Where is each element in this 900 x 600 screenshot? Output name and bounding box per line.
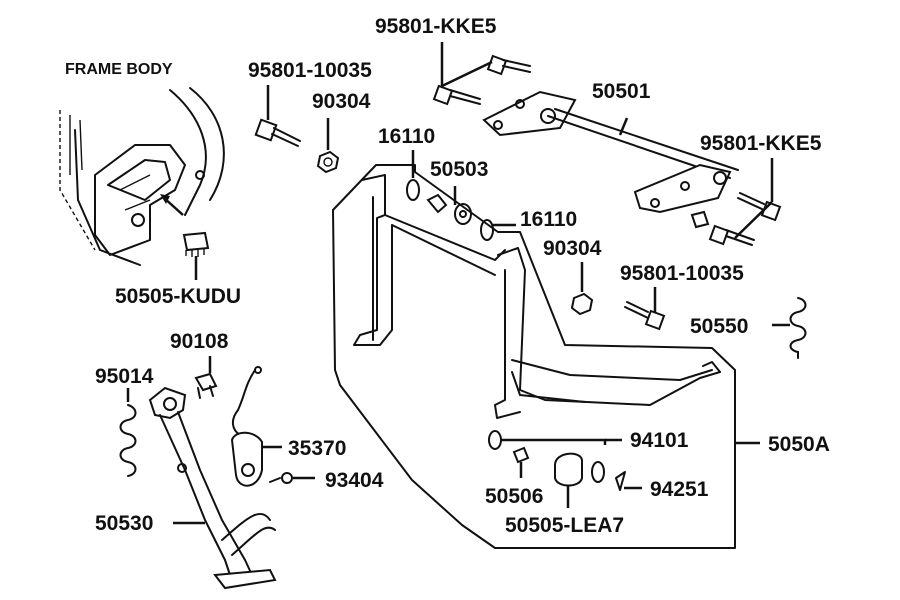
label-94251: 94251 xyxy=(650,478,709,501)
label-50505-kudu: 50505-KUDU xyxy=(115,285,241,308)
bolt-95801-10035-mid xyxy=(624,287,666,331)
label-95801-kke5-top: 95801-KKE5 xyxy=(375,15,497,38)
label-frame-body: FRAME BODY xyxy=(65,61,173,78)
label-50503: 50503 xyxy=(430,158,488,181)
label-95801-kke5-right: 95801-KKE5 xyxy=(700,132,822,155)
bolts-95801-kke5-right xyxy=(708,158,782,246)
label-50505-lea7: 50505-LEA7 xyxy=(505,514,624,537)
bolt-90108 xyxy=(194,356,218,399)
label-16110-top: 16110 xyxy=(378,125,435,148)
label-95801-10035-top: 95801-10035 xyxy=(248,59,372,82)
bolt-95801-10035-top xyxy=(254,85,301,147)
label-95014: 95014 xyxy=(95,365,154,388)
lower-small-parts xyxy=(488,430,642,508)
washers-16110-collar-50503 xyxy=(406,150,594,316)
label-90304-mid: 90304 xyxy=(543,237,602,260)
spring-50550 xyxy=(772,297,807,359)
bolt-93404 xyxy=(269,472,315,484)
label-93404: 93404 xyxy=(325,469,384,492)
label-50501: 50501 xyxy=(592,80,651,103)
side-stand-50530 xyxy=(148,386,277,590)
frame-body-drawing xyxy=(59,87,225,280)
label-95801-10035-mid: 95801-10035 xyxy=(620,262,744,285)
label-50506: 50506 xyxy=(485,485,543,508)
label-50530: 50530 xyxy=(95,512,153,535)
label-90304-top: 90304 xyxy=(312,90,371,113)
nut-90304-top xyxy=(316,118,340,174)
spring-95014 xyxy=(119,388,137,477)
bracket-50501 xyxy=(482,90,739,229)
label-35370: 35370 xyxy=(288,437,346,460)
label-5050a: 5050A xyxy=(768,433,830,456)
label-94101: 94101 xyxy=(630,429,689,452)
stand-5050a xyxy=(332,164,736,549)
switch-35370 xyxy=(230,366,282,487)
bolts-95801-kke5-top xyxy=(432,42,531,106)
label-90108: 90108 xyxy=(170,330,229,353)
label-50550: 50550 xyxy=(690,315,748,338)
label-16110-mid: 16110 xyxy=(520,208,577,231)
